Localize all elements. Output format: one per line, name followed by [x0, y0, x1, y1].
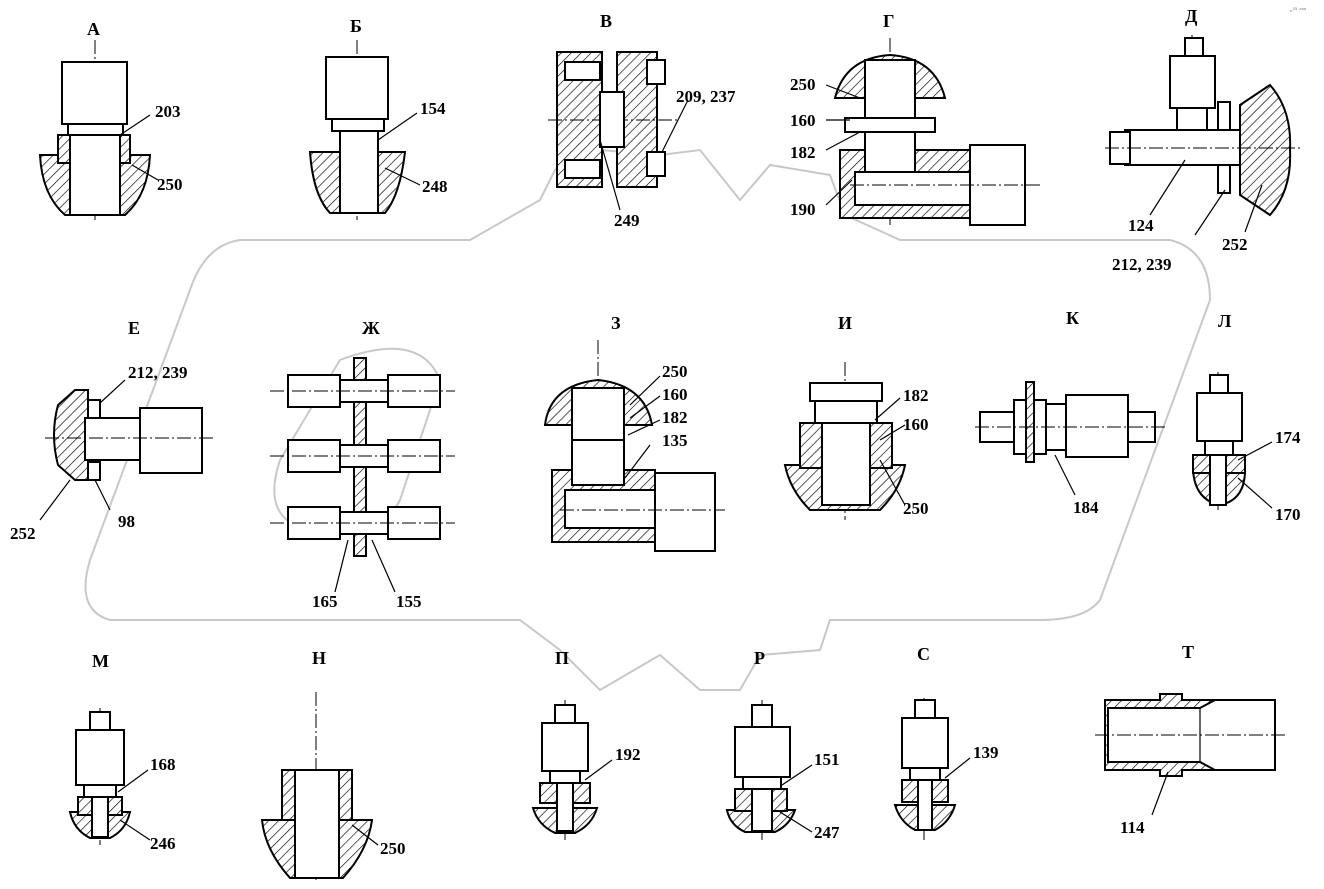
callout: 114 [1120, 818, 1145, 837]
callout: 250 [380, 839, 406, 858]
view-r: Р 151 247 [725, 648, 840, 842]
view-letter: Д [1185, 6, 1198, 26]
view-letter: М [92, 651, 109, 671]
view-letter: К [1066, 308, 1079, 328]
view-e: Е 212, 239 252 98 [10, 318, 215, 543]
callout: 248 [422, 177, 448, 196]
view-letter: В [600, 11, 612, 31]
view-m: М 168 246 [68, 651, 176, 853]
callout: 190 [790, 200, 816, 219]
callout: 249 [614, 211, 640, 230]
callout: 250 [157, 175, 183, 194]
callout: 184 [1073, 498, 1099, 517]
view-letter: З [611, 313, 621, 333]
callout: 124 [1128, 216, 1154, 235]
callout: 160 [790, 111, 816, 130]
view-letter: Г [883, 11, 894, 31]
view-zh: Ж 165 155 [270, 318, 455, 611]
callout: 168 [150, 755, 176, 774]
view-letter: С [917, 644, 930, 664]
callout: 160 [903, 415, 929, 434]
view-k: К 184 [975, 308, 1165, 517]
view-t: Т 114 [1095, 642, 1285, 837]
callout: 246 [150, 834, 176, 853]
callout: 250 [790, 75, 816, 94]
view-p: П 192 [531, 648, 641, 840]
corner-tag: ₑ⁵⁵ ᵃᵃᵃ [1290, 7, 1306, 14]
callout: 212, 239 [1112, 255, 1172, 274]
view-letter: Б [350, 16, 362, 36]
view-z: З 250 160 182 135 [543, 313, 725, 552]
callout: 165 [312, 592, 338, 611]
callout: 160 [662, 385, 688, 404]
callout: 98 [118, 512, 135, 531]
view-a: А 203 250 [38, 19, 183, 220]
view-letter: Ж [362, 318, 380, 338]
callout: 203 [155, 102, 181, 121]
callout: 252 [1222, 235, 1248, 254]
callout: 139 [973, 743, 999, 762]
view-n: Н 250 [260, 648, 406, 880]
view-letter: А [87, 19, 100, 39]
view-b: Б 154 248 [308, 16, 448, 220]
callout: 250 [903, 499, 929, 518]
view-i: И 182 160 250 [783, 313, 929, 520]
view-letter: П [555, 648, 569, 668]
view-s: С 139 [893, 644, 999, 840]
callout: 252 [10, 524, 36, 543]
view-letter: Е [128, 318, 140, 338]
callout: 192 [615, 745, 641, 764]
callout: 247 [814, 823, 840, 842]
callout: 170 [1275, 505, 1301, 524]
view-l: Л 174 170 [1191, 311, 1301, 524]
view-letter: Р [754, 648, 765, 668]
callout: 212, 239 [128, 363, 188, 382]
callout: 154 [420, 99, 446, 118]
view-letter: Н [312, 648, 326, 668]
callout: 182 [903, 386, 929, 405]
view-letter: И [838, 313, 852, 333]
view-g: Г 250 160 182 190 [790, 11, 1040, 226]
callout: 250 [662, 362, 688, 381]
view-d: Д 124 212, 239 252 [1105, 6, 1300, 274]
callout: 182 [662, 408, 688, 427]
callout: 135 [662, 431, 688, 450]
view-v: В 209, 237 249 [548, 11, 736, 230]
view-letter: Т [1182, 642, 1194, 662]
callout: 182 [790, 143, 816, 162]
view-letter: Л [1218, 311, 1232, 331]
callout: 174 [1275, 428, 1301, 447]
callout: 155 [396, 592, 422, 611]
callout: 209, 237 [676, 87, 736, 106]
callout: 151 [814, 750, 840, 769]
